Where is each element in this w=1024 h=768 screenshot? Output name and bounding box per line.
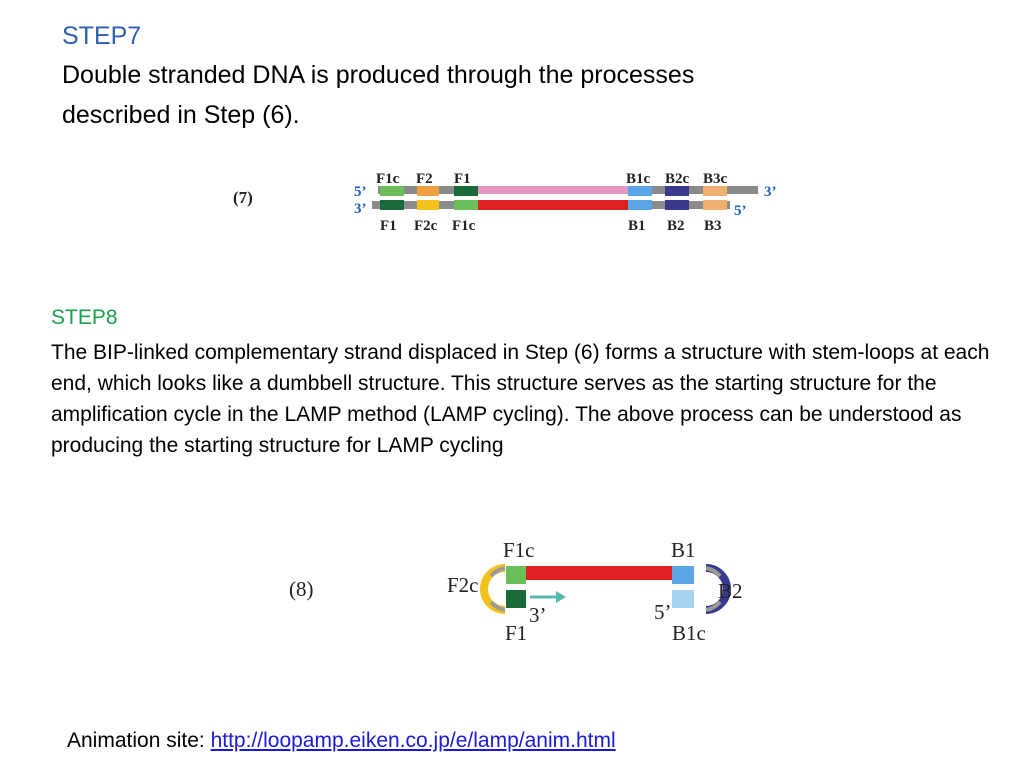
top-b2c-segment bbox=[665, 186, 689, 196]
top-strand-middle bbox=[478, 186, 628, 194]
f1c-segment bbox=[506, 566, 526, 584]
label-b2: B2 bbox=[718, 579, 743, 603]
bottom-f1-segment bbox=[380, 200, 404, 210]
label-5-prime: 5’ bbox=[654, 600, 672, 624]
label-top-5: B3c bbox=[703, 171, 728, 187]
animation-site-link[interactable]: http://loopamp.eiken.co.jp/e/lamp/anim.h… bbox=[211, 729, 616, 752]
label-b1c: B1c bbox=[672, 621, 706, 645]
end-label-top-left: 5’ bbox=[354, 184, 367, 200]
bottom-b3-segment bbox=[703, 200, 727, 210]
label-bottom-0: F1 bbox=[380, 218, 397, 234]
bottom-b1-segment bbox=[628, 200, 652, 210]
bottom-strand-middle bbox=[478, 200, 628, 210]
step8-title: STEP8 bbox=[51, 306, 118, 330]
step8-body: The BIP-linked complementary strand disp… bbox=[51, 337, 991, 461]
label-bottom-3: B1 bbox=[628, 218, 646, 234]
b1c-segment bbox=[672, 590, 694, 608]
figure8-label: (8) bbox=[289, 577, 314, 601]
end-label-top-right: 3’ bbox=[764, 184, 777, 200]
label-bottom-1: F2c bbox=[414, 218, 438, 234]
label-top-4: B2c bbox=[665, 171, 690, 187]
end-label-bottom-right: 5’ bbox=[734, 203, 747, 219]
label-f2c: F2c bbox=[447, 573, 479, 597]
top-b3c-segment bbox=[703, 186, 727, 196]
label-bottom-4: B2 bbox=[667, 218, 685, 234]
stem-red-strand bbox=[526, 566, 672, 580]
bottom-f1c-segment bbox=[454, 200, 478, 210]
label-top-0: F1c bbox=[376, 171, 400, 187]
end-label-bottom-left: 3’ bbox=[354, 201, 367, 217]
footer-prefix: Animation site: bbox=[67, 729, 211, 752]
footer: Animation site: http://loopamp.eiken.co.… bbox=[67, 729, 616, 753]
label-f1: F1 bbox=[505, 621, 527, 645]
label-top-3: B1c bbox=[626, 171, 651, 187]
b1-segment bbox=[672, 566, 694, 584]
label-top-1: F2 bbox=[416, 171, 433, 187]
bottom-f2c-segment bbox=[417, 200, 439, 210]
figure7-label: (7) bbox=[233, 188, 253, 207]
label-3-prime: 3’ bbox=[529, 603, 547, 627]
label-bottom-5: B3 bbox=[704, 218, 722, 234]
label-b1: B1 bbox=[671, 538, 696, 562]
label-f1c: F1c bbox=[503, 538, 535, 562]
bottom-b2-segment bbox=[665, 200, 689, 210]
f1-segment bbox=[506, 590, 526, 608]
label-top-2: F1 bbox=[454, 171, 471, 187]
top-f1c-segment bbox=[380, 186, 404, 196]
top-f1-segment bbox=[454, 186, 478, 196]
label-bottom-2: F1c bbox=[452, 218, 476, 234]
top-b1c-segment bbox=[628, 186, 652, 196]
extension-arrow-head bbox=[556, 591, 566, 603]
top-f2-segment bbox=[417, 186, 439, 196]
